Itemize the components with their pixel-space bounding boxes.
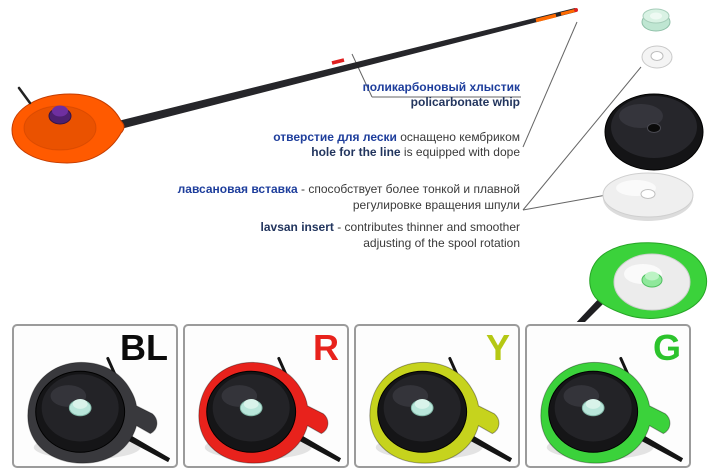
whip-tip-hole [574,8,578,12]
small-washer-part [641,45,673,69]
variant-code-label: G [652,327,681,368]
annotation-lavsan: лавсановая вставка - способствует более … [177,182,520,250]
variant-reel-illustration [198,356,342,464]
callout-lines [351,21,642,211]
variant-card-y: Y [354,324,520,468]
whip-label-ru: поликарбоновый хлыстик [362,80,520,94]
green-reel [576,242,708,322]
whip-line [110,8,578,131]
annotation-hole: отверстие для лески оснащено кембриком h… [273,130,520,159]
lavsan-label-ru: лавсановая вставка [177,182,298,196]
annotation-whip: поликарбоновый хлыстик policarbonate whi… [363,80,520,110]
variant-code-label: BL [120,327,168,368]
hole-label-ru: отверстие для лески [273,130,397,144]
spool-part [604,93,704,171]
whip-label-en: policarbonate whip [410,95,520,109]
variant-reel-illustration [369,356,513,464]
color-variants-row: BL R [12,324,691,468]
diagram-canvas [11,8,708,322]
main-reel [11,86,125,164]
variant-code-label: Y [485,327,510,368]
cembric-marker [331,58,345,65]
variant-code-label: R [313,327,339,368]
knob-part [641,8,671,32]
variant-reel-illustration [540,356,684,464]
variant-reel-illustration [27,356,171,464]
reel-knob [48,105,72,125]
large-washer-part [602,172,694,221]
depth-pin [17,86,32,105]
hole-label-en: hole for the line [311,145,401,159]
exploded-parts [576,8,708,322]
variant-card-g: G [525,324,691,468]
lavsan-label-en: lavsan insert [260,220,334,234]
variant-card-bl: BL [12,324,178,468]
variant-card-r: R [183,324,349,468]
